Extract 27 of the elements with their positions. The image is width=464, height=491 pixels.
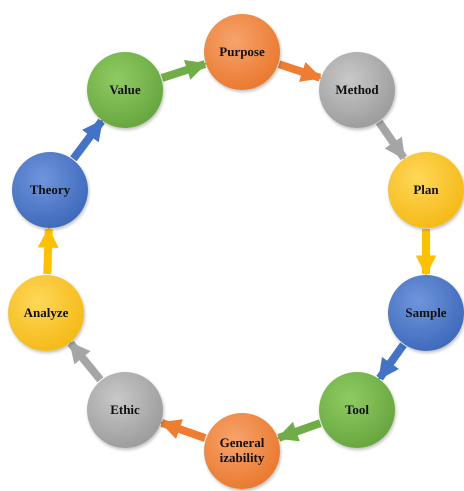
arrow bbox=[376, 120, 408, 160]
node-label: Plan bbox=[412, 182, 440, 198]
arrow bbox=[160, 419, 207, 442]
arrow bbox=[276, 419, 322, 442]
node-label: General izability bbox=[218, 436, 266, 466]
circle-node bbox=[388, 152, 464, 228]
circle-node bbox=[87, 372, 163, 448]
node-label: Theory bbox=[28, 182, 72, 198]
node-label: Purpose bbox=[218, 44, 266, 60]
circle-node bbox=[319, 372, 395, 448]
arrow bbox=[38, 226, 59, 274]
node-label: Method bbox=[334, 82, 380, 98]
circle-node bbox=[204, 413, 280, 489]
node-label: Value bbox=[108, 82, 142, 98]
arrow bbox=[278, 60, 322, 82]
arrow bbox=[70, 118, 105, 162]
arrow bbox=[416, 229, 436, 276]
arrow bbox=[376, 342, 407, 381]
arrow bbox=[160, 60, 207, 82]
node-label: Ethic bbox=[109, 402, 141, 418]
circle-node bbox=[87, 52, 163, 128]
node-label: Analyze bbox=[22, 306, 70, 320]
circle-node bbox=[319, 52, 395, 128]
node-label: Sample bbox=[404, 306, 448, 320]
arrow bbox=[68, 340, 104, 382]
node-label: Tool bbox=[344, 402, 370, 418]
circle-node bbox=[12, 152, 88, 228]
